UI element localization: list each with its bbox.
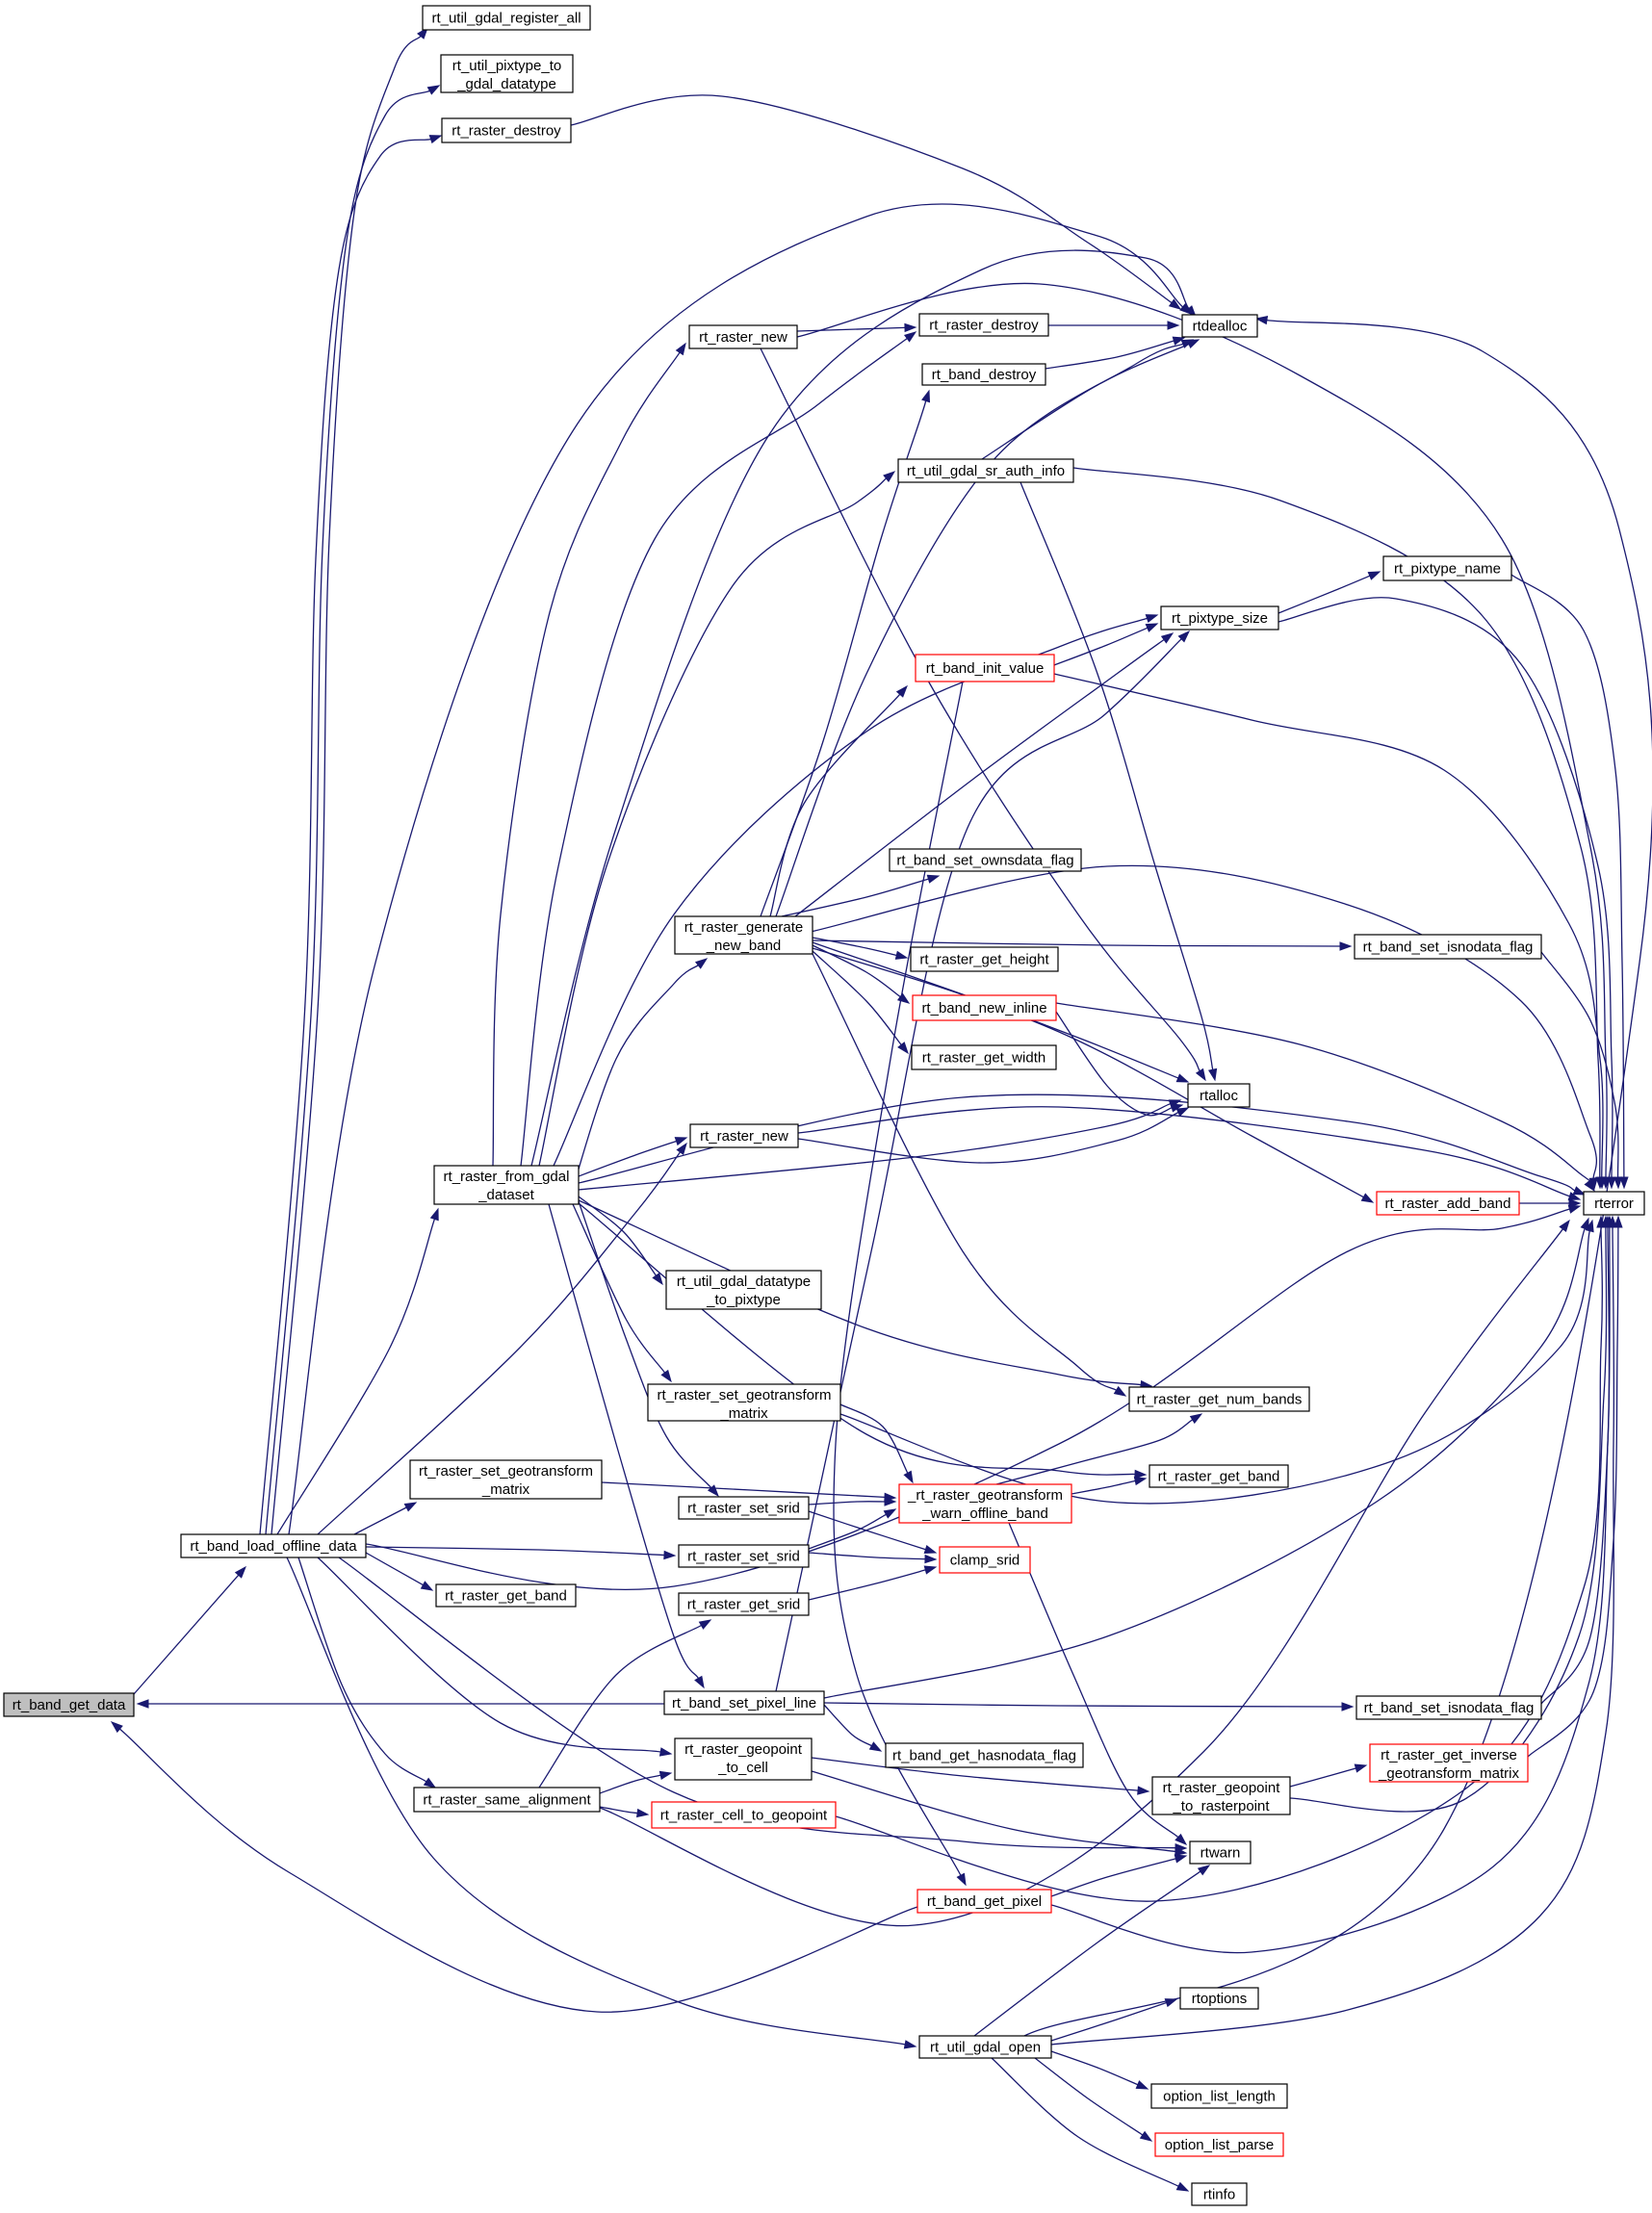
svg-text:rt_band_set_isnodata_flag: rt_band_set_isnodata_flag xyxy=(1363,939,1534,956)
svg-text:rt_raster_set_srid: rt_raster_set_srid xyxy=(687,1549,800,1565)
svg-text:rt_util_pixtype_to: rt_util_pixtype_to xyxy=(452,58,561,74)
svg-text:_matrix: _matrix xyxy=(481,1481,530,1498)
svg-text:rt_raster_get_height: rt_raster_get_height xyxy=(919,952,1049,968)
svg-text:rt_raster_destroy: rt_raster_destroy xyxy=(929,318,1039,334)
svg-text:rt_raster_from_gdal: rt_raster_from_gdal xyxy=(444,1169,570,1185)
svg-text:rt_raster_get_inverse: rt_raster_get_inverse xyxy=(1381,1747,1517,1763)
svg-text:rt_raster_get_band: rt_raster_get_band xyxy=(445,1588,567,1605)
svg-text:rt_raster_new: rt_raster_new xyxy=(700,1128,788,1145)
svg-text:_gdal_datatype: _gdal_datatype xyxy=(456,76,556,92)
svg-text:rt_util_gdal_datatype: rt_util_gdal_datatype xyxy=(677,1274,811,1290)
svg-text:rt_raster_destroy: rt_raster_destroy xyxy=(452,123,561,140)
svg-text:rt_raster_cell_to_geopoint: rt_raster_cell_to_geopoint xyxy=(660,1808,828,1824)
svg-text:rt_raster_set_srid: rt_raster_set_srid xyxy=(687,1501,800,1517)
svg-text:rt_util_gdal_sr_auth_info: rt_util_gdal_sr_auth_info xyxy=(907,463,1065,479)
svg-text:rt_raster_set_geotransform: rt_raster_set_geotransform xyxy=(658,1387,832,1403)
svg-text:_to_pixtype: _to_pixtype xyxy=(706,1292,781,1308)
svg-text:_dataset: _dataset xyxy=(478,1187,534,1203)
svg-text:rt_raster_set_geotransform: rt_raster_set_geotransform xyxy=(419,1463,593,1480)
svg-text:rt_band_init_value: rt_band_init_value xyxy=(926,660,1045,677)
svg-text:rt_band_get_data: rt_band_get_data xyxy=(13,1697,126,1713)
svg-text:clamp_srid: clamp_srid xyxy=(950,1553,1020,1569)
svg-text:rterror: rterror xyxy=(1594,1196,1634,1212)
svg-text:rtalloc: rtalloc xyxy=(1200,1088,1239,1104)
svg-text:_new_band: _new_band xyxy=(706,938,782,954)
svg-text:rt_band_new_inline: rt_band_new_inline xyxy=(921,1000,1046,1016)
svg-text:rt_band_get_hasnodata_flag: rt_band_get_hasnodata_flag xyxy=(892,1748,1076,1764)
svg-text:_matrix: _matrix xyxy=(719,1405,768,1422)
svg-text:rt_util_gdal_open: rt_util_gdal_open xyxy=(930,2040,1041,2056)
svg-text:rtdealloc: rtdealloc xyxy=(1193,319,1248,335)
svg-text:rt_band_destroy: rt_band_destroy xyxy=(932,367,1037,383)
svg-text:rt_raster_add_band: rt_raster_add_band xyxy=(1385,1196,1511,1212)
svg-text:rt_raster_new: rt_raster_new xyxy=(699,329,787,346)
svg-text:option_list_length: option_list_length xyxy=(1163,2089,1276,2105)
svg-text:rt_raster_get_srid: rt_raster_get_srid xyxy=(687,1597,801,1613)
svg-text:rt_raster_get_num_bands: rt_raster_get_num_bands xyxy=(1137,1392,1303,1408)
svg-text:_to_rasterpoint: _to_rasterpoint xyxy=(1172,1798,1270,1814)
svg-text:_geotransform_matrix: _geotransform_matrix xyxy=(1378,1765,1519,1782)
svg-text:rt_raster_generate: rt_raster_generate xyxy=(684,919,803,936)
svg-text:rt_band_set_ownsdata_flag: rt_band_set_ownsdata_flag xyxy=(896,853,1073,869)
svg-text:rt_raster_same_alignment: rt_raster_same_alignment xyxy=(423,1792,591,1809)
svg-text:rt_band_set_pixel_line: rt_band_set_pixel_line xyxy=(672,1695,816,1711)
svg-text:rtwarn: rtwarn xyxy=(1200,1845,1241,1862)
svg-text:rt_pixtype_size: rt_pixtype_size xyxy=(1172,610,1268,627)
svg-text:rtinfo: rtinfo xyxy=(1203,2187,1235,2203)
svg-text:_warn_offline_band: _warn_offline_band xyxy=(921,1505,1048,1522)
svg-text:rt_band_load_offline_data: rt_band_load_offline_data xyxy=(190,1538,357,1555)
svg-text:rtoptions: rtoptions xyxy=(1192,1991,1248,2007)
svg-text:option_list_parse: option_list_parse xyxy=(1165,2137,1274,2153)
svg-text:rt_raster_get_width: rt_raster_get_width xyxy=(922,1050,1045,1067)
svg-text:rt_band_set_isnodata_flag: rt_band_set_isnodata_flag xyxy=(1364,1700,1535,1716)
svg-text:rt_raster_geopoint: rt_raster_geopoint xyxy=(1163,1780,1281,1796)
svg-text:rt_pixtype_name: rt_pixtype_name xyxy=(1394,561,1501,578)
svg-text:rt_band_get_pixel: rt_band_get_pixel xyxy=(927,1893,1042,1910)
svg-text:rt_raster_get_band: rt_raster_get_band xyxy=(1158,1469,1280,1485)
svg-text:_to_cell: _to_cell xyxy=(717,1760,768,1776)
svg-text:rt_util_gdal_register_all: rt_util_gdal_register_all xyxy=(431,11,581,27)
svg-text:rt_raster_geopoint: rt_raster_geopoint xyxy=(684,1741,803,1758)
svg-text:_rt_raster_geotransform: _rt_raster_geotransform xyxy=(907,1487,1063,1504)
